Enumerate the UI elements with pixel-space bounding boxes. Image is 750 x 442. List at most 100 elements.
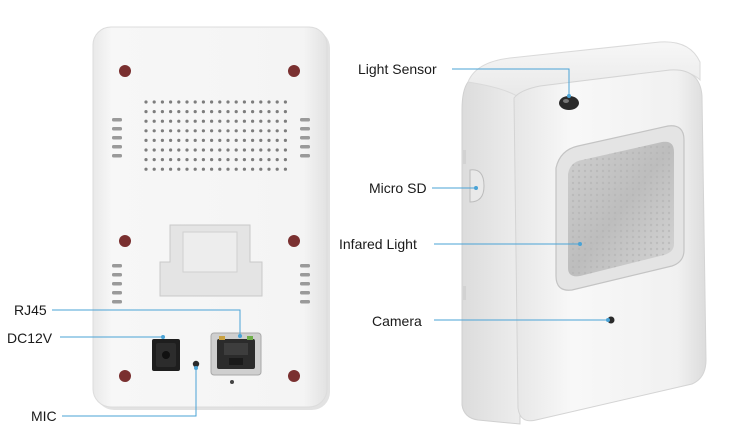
rj45-port xyxy=(210,332,262,376)
speaker-hole xyxy=(144,110,148,114)
speaker-hole xyxy=(152,148,156,152)
speaker-hole xyxy=(193,138,197,142)
infrared-light-label: Infared Light xyxy=(339,236,417,252)
callout-dot xyxy=(474,186,478,190)
speaker-hole xyxy=(160,148,164,152)
vent-slot xyxy=(112,154,122,158)
speaker-hole xyxy=(267,158,271,162)
speaker-hole xyxy=(201,167,205,171)
vent-slot xyxy=(300,291,310,295)
speaker-hole xyxy=(275,167,279,171)
speaker-hole xyxy=(210,119,214,123)
speaker-hole xyxy=(226,167,230,171)
callout-dot xyxy=(194,366,198,370)
speaker-hole xyxy=(185,100,189,104)
callout-dot xyxy=(606,318,610,322)
speaker-hole xyxy=(218,110,222,114)
speaker-hole xyxy=(152,129,156,133)
speaker-hole xyxy=(242,119,246,123)
speaker-hole xyxy=(259,158,263,162)
speaker-hole xyxy=(169,138,173,142)
speaker-hole xyxy=(251,138,255,142)
side-vent xyxy=(463,150,466,164)
vent-slot xyxy=(112,264,122,268)
speaker-hole xyxy=(160,119,164,123)
speaker-hole xyxy=(218,158,222,162)
speaker-hole xyxy=(193,167,197,171)
speaker-hole xyxy=(234,129,238,133)
speaker-hole xyxy=(160,158,164,162)
speaker-hole xyxy=(267,100,271,104)
device-back-view xyxy=(92,26,330,410)
speaker-hole xyxy=(177,110,181,114)
speaker-hole xyxy=(259,119,263,123)
speaker-hole xyxy=(144,158,148,162)
speaker-hole xyxy=(283,148,287,152)
camera-pinhole xyxy=(607,316,615,324)
speaker-hole xyxy=(152,167,156,171)
mic-label: MIC xyxy=(31,408,57,424)
micro-sd-label: Micro SD xyxy=(369,180,427,196)
speaker-hole xyxy=(169,119,173,123)
dc12v-label: DC12V xyxy=(7,330,53,346)
speaker-hole xyxy=(201,158,205,162)
vent-slots xyxy=(112,118,310,304)
top-face xyxy=(467,41,701,99)
speaker-hole xyxy=(201,100,205,104)
screw-hole xyxy=(288,65,300,77)
speaker-hole xyxy=(259,138,263,142)
speaker-hole xyxy=(267,129,271,133)
vent-slot xyxy=(300,273,310,277)
speaker-hole xyxy=(251,167,255,171)
speaker-hole xyxy=(185,129,189,133)
speaker-hole xyxy=(234,148,238,152)
speaker-hole xyxy=(251,129,255,133)
speaker-hole xyxy=(210,148,214,152)
speaker-hole xyxy=(193,158,197,162)
speaker-hole xyxy=(259,110,263,114)
vent-slot xyxy=(300,282,310,286)
speaker-hole xyxy=(259,167,263,171)
speaker-hole xyxy=(242,129,246,133)
reset-hole xyxy=(230,380,234,384)
speaker-hole xyxy=(275,138,279,142)
vent-slot xyxy=(300,118,310,122)
speaker-hole xyxy=(218,119,222,123)
side-vent xyxy=(463,286,466,300)
mount-recess-inner xyxy=(182,231,238,273)
speaker-hole xyxy=(226,138,230,142)
speaker-hole xyxy=(226,110,230,114)
speaker-hole xyxy=(275,148,279,152)
speaker-hole xyxy=(177,148,181,152)
speaker-hole xyxy=(193,148,197,152)
speaker-hole xyxy=(177,129,181,133)
speaker-hole xyxy=(275,129,279,133)
speaker-hole xyxy=(251,158,255,162)
speaker-hole xyxy=(144,100,148,104)
speaker-hole xyxy=(226,129,230,133)
micro-sd-slot xyxy=(469,169,485,203)
speaker-hole xyxy=(234,119,238,123)
speaker-hole xyxy=(275,158,279,162)
speaker-hole xyxy=(226,158,230,162)
speaker-hole xyxy=(210,158,214,162)
speaker-hole xyxy=(275,100,279,104)
speaker-hole xyxy=(242,100,246,104)
speaker-hole xyxy=(275,110,279,114)
vent-slot xyxy=(112,282,122,286)
speaker-hole xyxy=(185,148,189,152)
callout-dot xyxy=(567,94,571,98)
callout-dots xyxy=(161,94,610,370)
speaker-hole xyxy=(185,110,189,114)
speaker-hole xyxy=(251,110,255,114)
vent-slot xyxy=(112,273,122,277)
speaker-hole xyxy=(152,138,156,142)
speaker-hole xyxy=(152,158,156,162)
speaker-hole xyxy=(283,158,287,162)
screw-hole xyxy=(119,65,131,77)
mic-callout-line xyxy=(62,368,197,417)
speaker-hole xyxy=(259,129,263,133)
speaker-hole xyxy=(242,138,246,142)
speaker-hole xyxy=(226,119,230,123)
speaker-hole xyxy=(160,100,164,104)
